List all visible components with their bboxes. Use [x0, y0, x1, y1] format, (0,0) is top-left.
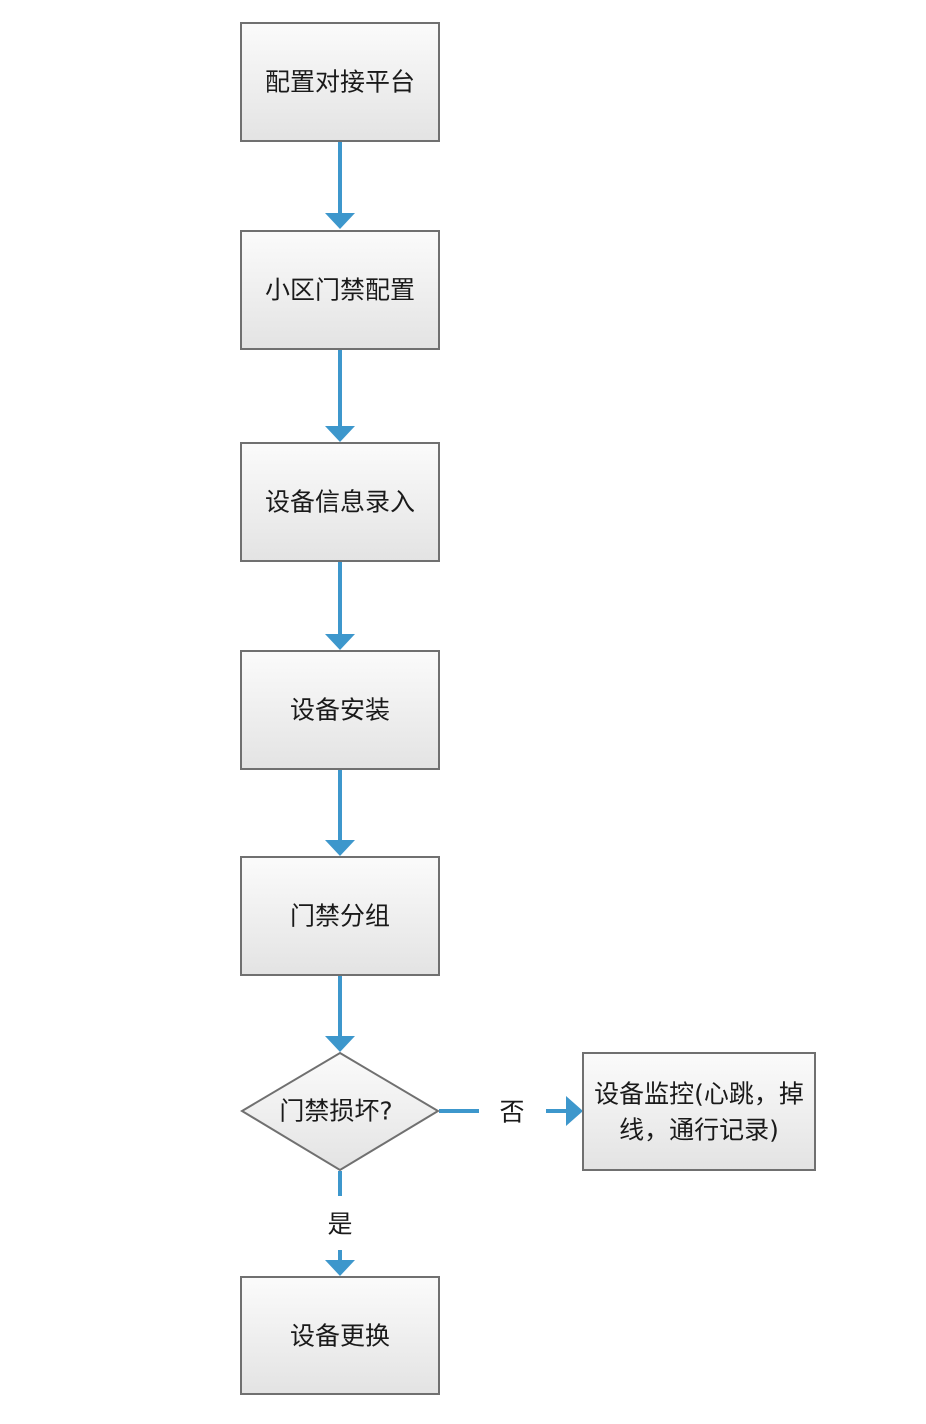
- node-access-grouping: 门禁分组: [240, 856, 440, 976]
- node-device-monitoring-label-line2: 线，通行记录): [619, 1116, 779, 1145]
- node-access-damaged-decision-label: 门禁损坏?: [279, 1097, 392, 1126]
- arrowhead-down-icon: [325, 1036, 355, 1052]
- node-community-access-config: 小区门禁配置: [240, 230, 440, 350]
- node-device-install-label: 设备安装: [290, 696, 390, 725]
- edge-label-yes: 是: [327, 1210, 352, 1239]
- arrowhead-down-icon: [325, 426, 355, 442]
- node-device-info-entry-label: 设备信息录入: [265, 488, 415, 517]
- connectors: [325, 141, 583, 1276]
- arrowhead-down-icon: [325, 634, 355, 650]
- node-configure-platform: 配置对接平台: [240, 22, 440, 142]
- node-device-install: 设备安装: [240, 650, 440, 770]
- node-device-monitoring-label-line1: 设备监控(心跳，掉: [594, 1080, 804, 1109]
- arrowhead-down-icon: [325, 840, 355, 856]
- node-device-replace: 设备更换: [240, 1276, 440, 1395]
- node-access-damaged-decision: 门禁损坏?: [240, 1051, 440, 1172]
- node-device-info-entry: 设备信息录入: [240, 442, 440, 562]
- arrowhead-down-icon: [325, 213, 355, 229]
- node-configure-platform-label: 配置对接平台: [265, 68, 415, 97]
- node-community-access-config-label: 小区门禁配置: [265, 276, 415, 305]
- arrowhead-right-icon: [566, 1096, 583, 1126]
- node-device-monitoring: 设备监控(心跳，掉 线，通行记录): [582, 1052, 816, 1171]
- node-access-grouping-label: 门禁分组: [290, 902, 390, 931]
- arrowhead-down-icon: [325, 1260, 355, 1276]
- edge-label-no: 否: [499, 1098, 524, 1127]
- node-device-replace-label: 设备更换: [290, 1322, 390, 1351]
